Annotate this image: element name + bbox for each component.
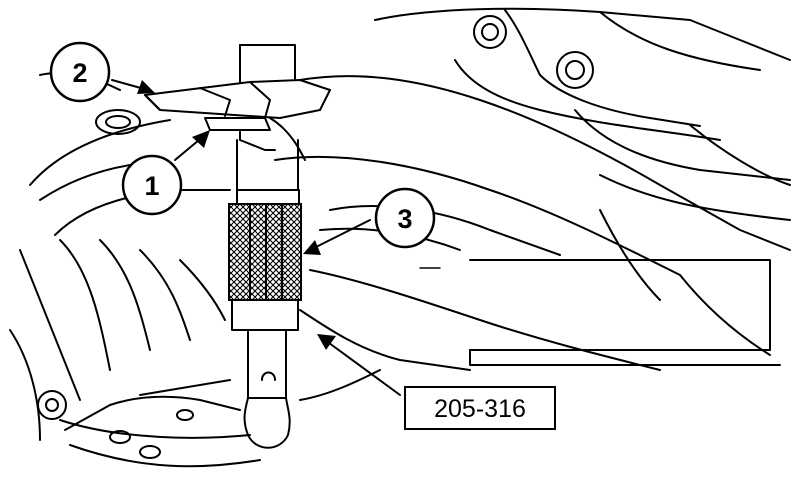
slot-hole: [176, 409, 194, 421]
tool-collar: [236, 189, 300, 205]
contact-tip: [204, 117, 306, 161]
slot-hole: [139, 445, 161, 459]
callout-arrows: [111, 79, 401, 396]
callout-1: 1: [121, 154, 183, 216]
tool-reference-label: 205-316: [434, 395, 526, 423]
bolt-hole-left: [95, 109, 141, 135]
bolt-head-right: [556, 51, 594, 89]
special-tool: [228, 139, 302, 449]
bolt-head-upper: [473, 15, 507, 49]
lever-blade: [144, 44, 331, 119]
callout-3-label: 3: [397, 204, 412, 234]
tool-barrel: [231, 299, 299, 331]
callout-2: 2: [49, 41, 111, 103]
tool-reference-box: 205-316: [404, 386, 556, 430]
slot-hole: [109, 430, 131, 444]
torx-bolt: [37, 390, 67, 420]
callout-3: 3: [374, 187, 436, 249]
callout-2-label: 2: [72, 58, 87, 88]
callout-1-label: 1: [144, 171, 159, 201]
